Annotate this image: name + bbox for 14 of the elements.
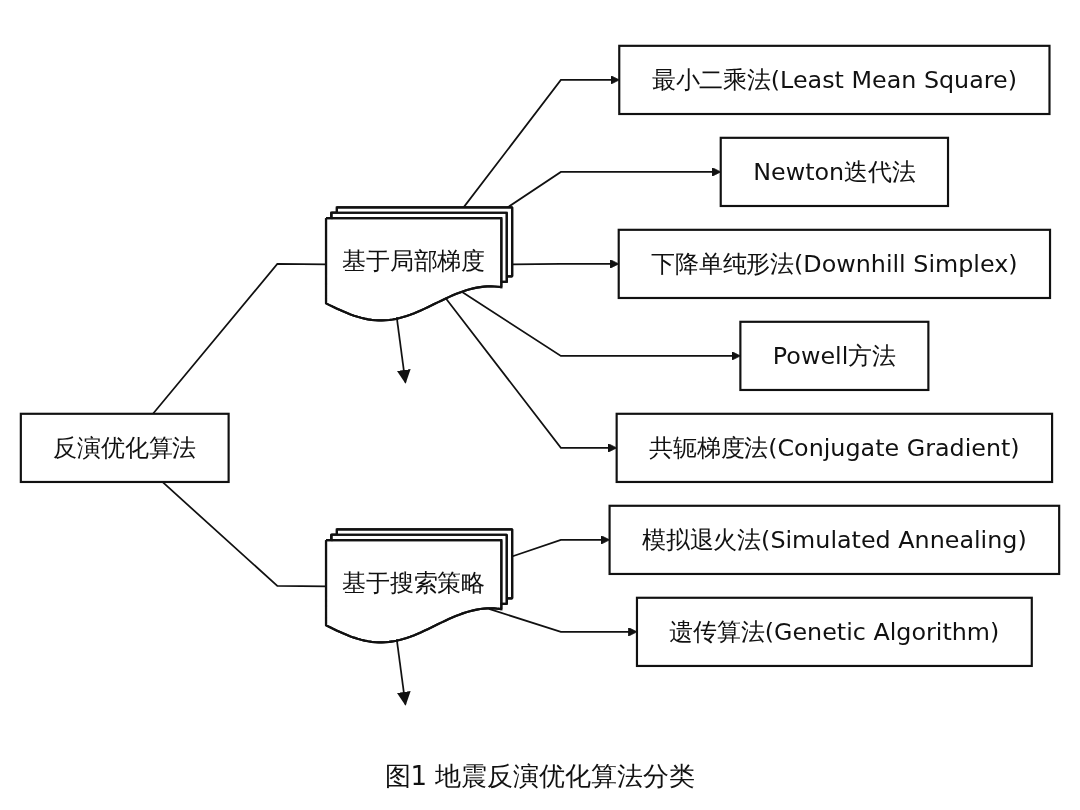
document-stack: 基于搜索策略 bbox=[324, 528, 514, 644]
arrow bbox=[395, 317, 411, 385]
process-box: 反演优化算法 bbox=[19, 413, 230, 484]
arrow bbox=[395, 638, 411, 707]
process-box: 最小二乘法(Least Mean Square) bbox=[618, 45, 1051, 116]
process-box: 遗传算法(Genetic Algorithm) bbox=[635, 597, 1033, 668]
process-box: 模拟退火法(Simulated Annealing) bbox=[608, 505, 1061, 576]
process-box: Newton迭代法 bbox=[719, 137, 950, 208]
process-box: 下降单纯形法(Downhill Simplex) bbox=[617, 229, 1052, 300]
arrow bbox=[461, 291, 741, 362]
figure-caption: 图1 地震反演优化算法分类 bbox=[384, 760, 696, 793]
process-box: Powell方法 bbox=[739, 321, 930, 392]
process-box: 共轭梯度法(Conjugate Gradient) bbox=[615, 413, 1054, 484]
document-stack: 基于局部梯度 bbox=[324, 206, 514, 322]
